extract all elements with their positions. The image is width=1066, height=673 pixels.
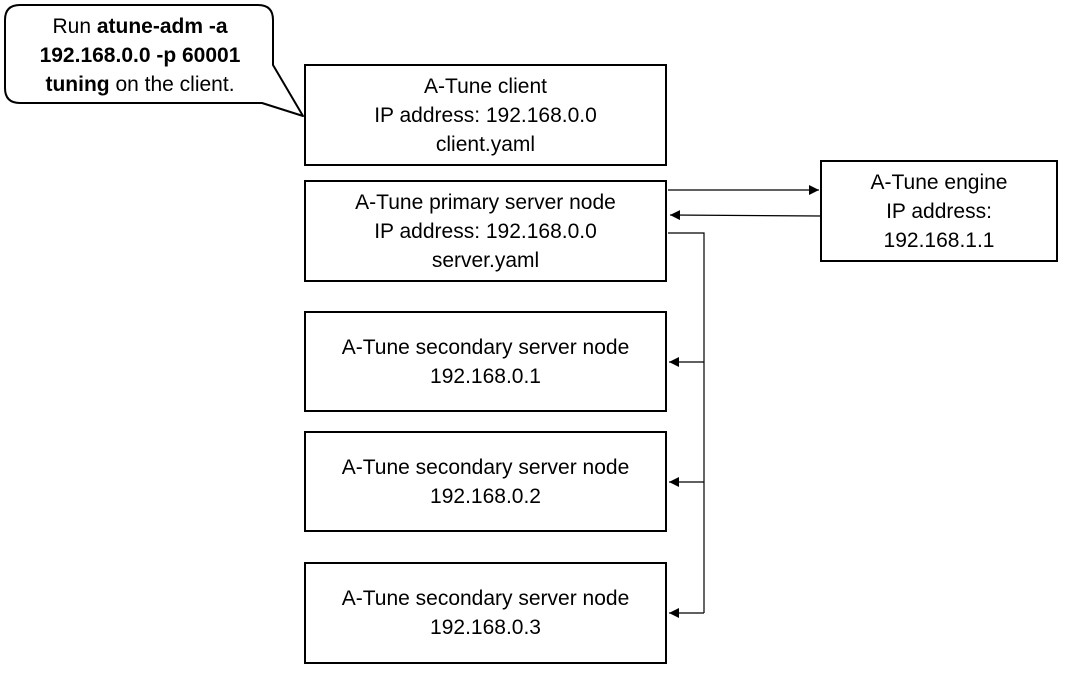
secondary-server-box-1: A-Tune secondary server node 192.168.0.1 bbox=[304, 311, 667, 412]
callout-command-3: tuning bbox=[45, 73, 110, 96]
callout-text: Run atune-adm -a 192.168.0.0 -p 60001 tu… bbox=[10, 12, 270, 99]
distribution-bus bbox=[668, 232, 705, 613]
secondary-2-ip: 192.168.0.2 bbox=[430, 484, 541, 508]
engine-ip: 192.168.1.1 bbox=[883, 228, 995, 252]
client-ip: IP address: 192.168.0.0 bbox=[374, 103, 597, 127]
engine-box: A-Tune engine IP address: 192.168.1.1 bbox=[820, 160, 1058, 262]
engine-title: A-Tune engine bbox=[870, 170, 1008, 194]
secondary-server-box-3: A-Tune secondary server node 192.168.0.3 bbox=[304, 562, 667, 664]
client-box: A-Tune client IP address: 192.168.0.0 cl… bbox=[304, 64, 667, 166]
callout-command-2: 192.168.0.0 -p 60001 bbox=[39, 44, 241, 67]
secondary-1-title: A-Tune secondary server node bbox=[341, 335, 630, 359]
callout-command-1: atune-adm -a bbox=[96, 15, 228, 38]
client-title: A-Tune client bbox=[424, 74, 547, 98]
secondary-3-title: A-Tune secondary server node bbox=[341, 587, 630, 610]
callout-prefix: Run bbox=[52, 15, 97, 38]
callout-suffix: on the client. bbox=[109, 73, 235, 96]
client-config: client.yaml bbox=[435, 132, 536, 156]
secondary-1-ip: 192.168.0.1 bbox=[430, 364, 541, 388]
primary-ip: IP address: 192.168.0.0 bbox=[374, 219, 597, 243]
primary-config: server.yaml bbox=[431, 248, 540, 272]
engine-ip-label: IP address: bbox=[886, 199, 992, 223]
primary-server-box: A-Tune primary server node IP address: 1… bbox=[304, 180, 667, 282]
engine-to-primary-arrow bbox=[669, 210, 822, 221]
callout-bubble bbox=[4, 4, 304, 117]
primary-title: A-Tune primary server node bbox=[355, 190, 616, 214]
secondary-server-box-2: A-Tune secondary server node 192.168.0.2 bbox=[304, 431, 667, 532]
secondary-2-title: A-Tune secondary server node bbox=[341, 455, 630, 479]
secondary-3-ip: 192.168.0.3 bbox=[430, 616, 541, 639]
